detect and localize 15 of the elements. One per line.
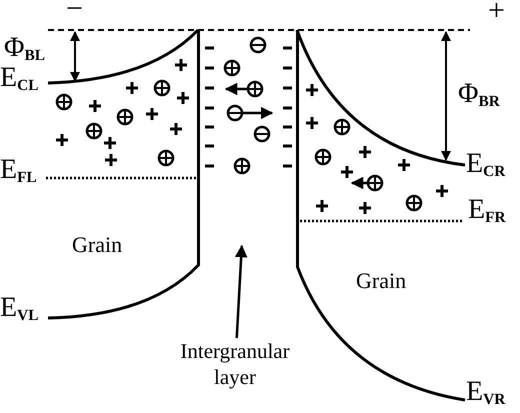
- intergranular-layer-region: [197, 30, 299, 246]
- layer-label: Intergranular layer: [179, 338, 291, 390]
- band-label: E$_{FR}$: [468, 196, 506, 224]
- band-label: Φ$_{BL}$: [4, 34, 45, 62]
- leader-arrow: [234, 244, 248, 338]
- band-label: E$_{VR}$: [466, 378, 506, 406]
- band-label: E$_{CL}$: [0, 64, 38, 92]
- band-label: Grain: [72, 234, 122, 256]
- band-label: E$_{FL}$: [0, 156, 37, 184]
- band-label: +: [488, 0, 505, 26]
- band-label: E$_{CR}$: [466, 150, 506, 178]
- band-label: Φ$_{BR}$: [458, 80, 500, 108]
- band-label: E$_{VL}$: [0, 294, 38, 322]
- band-label: Grain: [356, 270, 406, 292]
- band-label: −: [66, 0, 83, 24]
